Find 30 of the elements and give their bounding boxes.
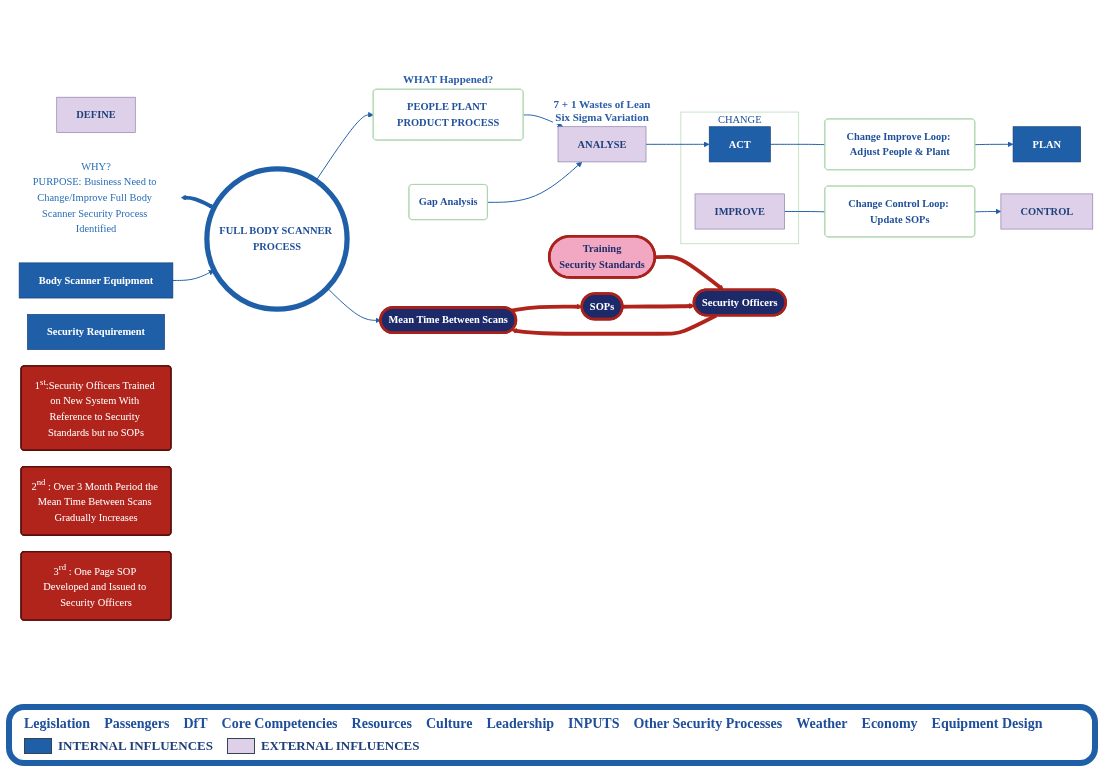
node-box: PLAN: [1012, 126, 1081, 163]
node-box: ACT: [708, 126, 771, 163]
influence-label: DfT: [183, 716, 208, 732]
arrow: [622, 303, 695, 310]
node-box: Security Requirement: [27, 314, 165, 351]
connector: [769, 144, 826, 146]
influence-label: Legislation: [24, 716, 91, 732]
influence-label: Resources: [351, 716, 412, 732]
influence-label: Core Competencies: [221, 716, 338, 732]
legend-label: EXTERNAL INFLUENCES: [260, 738, 420, 754]
influence-label: INPUTS: [568, 716, 620, 732]
influence-label: Leadership: [486, 716, 555, 732]
node-text: WHY? PURPOSE: Business Need to Change/Improve Full Body Scanner Security Process Identified: [32, 160, 157, 235]
arrow: [180, 195, 215, 209]
node-box: CONTROL: [1000, 193, 1094, 230]
node-box: DEFINE: [56, 97, 136, 134]
influence-label: Equipment Design: [931, 716, 1043, 732]
influence-label: Weather: [796, 716, 848, 732]
influence-label: Other Security Processes: [633, 716, 783, 732]
connector: [784, 211, 826, 213]
node-caption: 7 + 1 Wastes of Lean Six Sigma Variation: [553, 98, 652, 124]
node-box: Body Scanner Equipment: [18, 262, 174, 299]
node-circle: FULL BODY SCANNER PROCESS: [204, 166, 350, 313]
arrow: [655, 255, 724, 291]
legend-label: INTERNAL INFLUENCES: [58, 738, 213, 754]
influence-label: Culture: [426, 716, 473, 732]
influence-label: Economy: [861, 716, 918, 732]
node-box: IMPROVE: [694, 193, 785, 230]
node-box: ANALYSE: [557, 126, 647, 163]
influence-label: Passengers: [104, 716, 170, 732]
